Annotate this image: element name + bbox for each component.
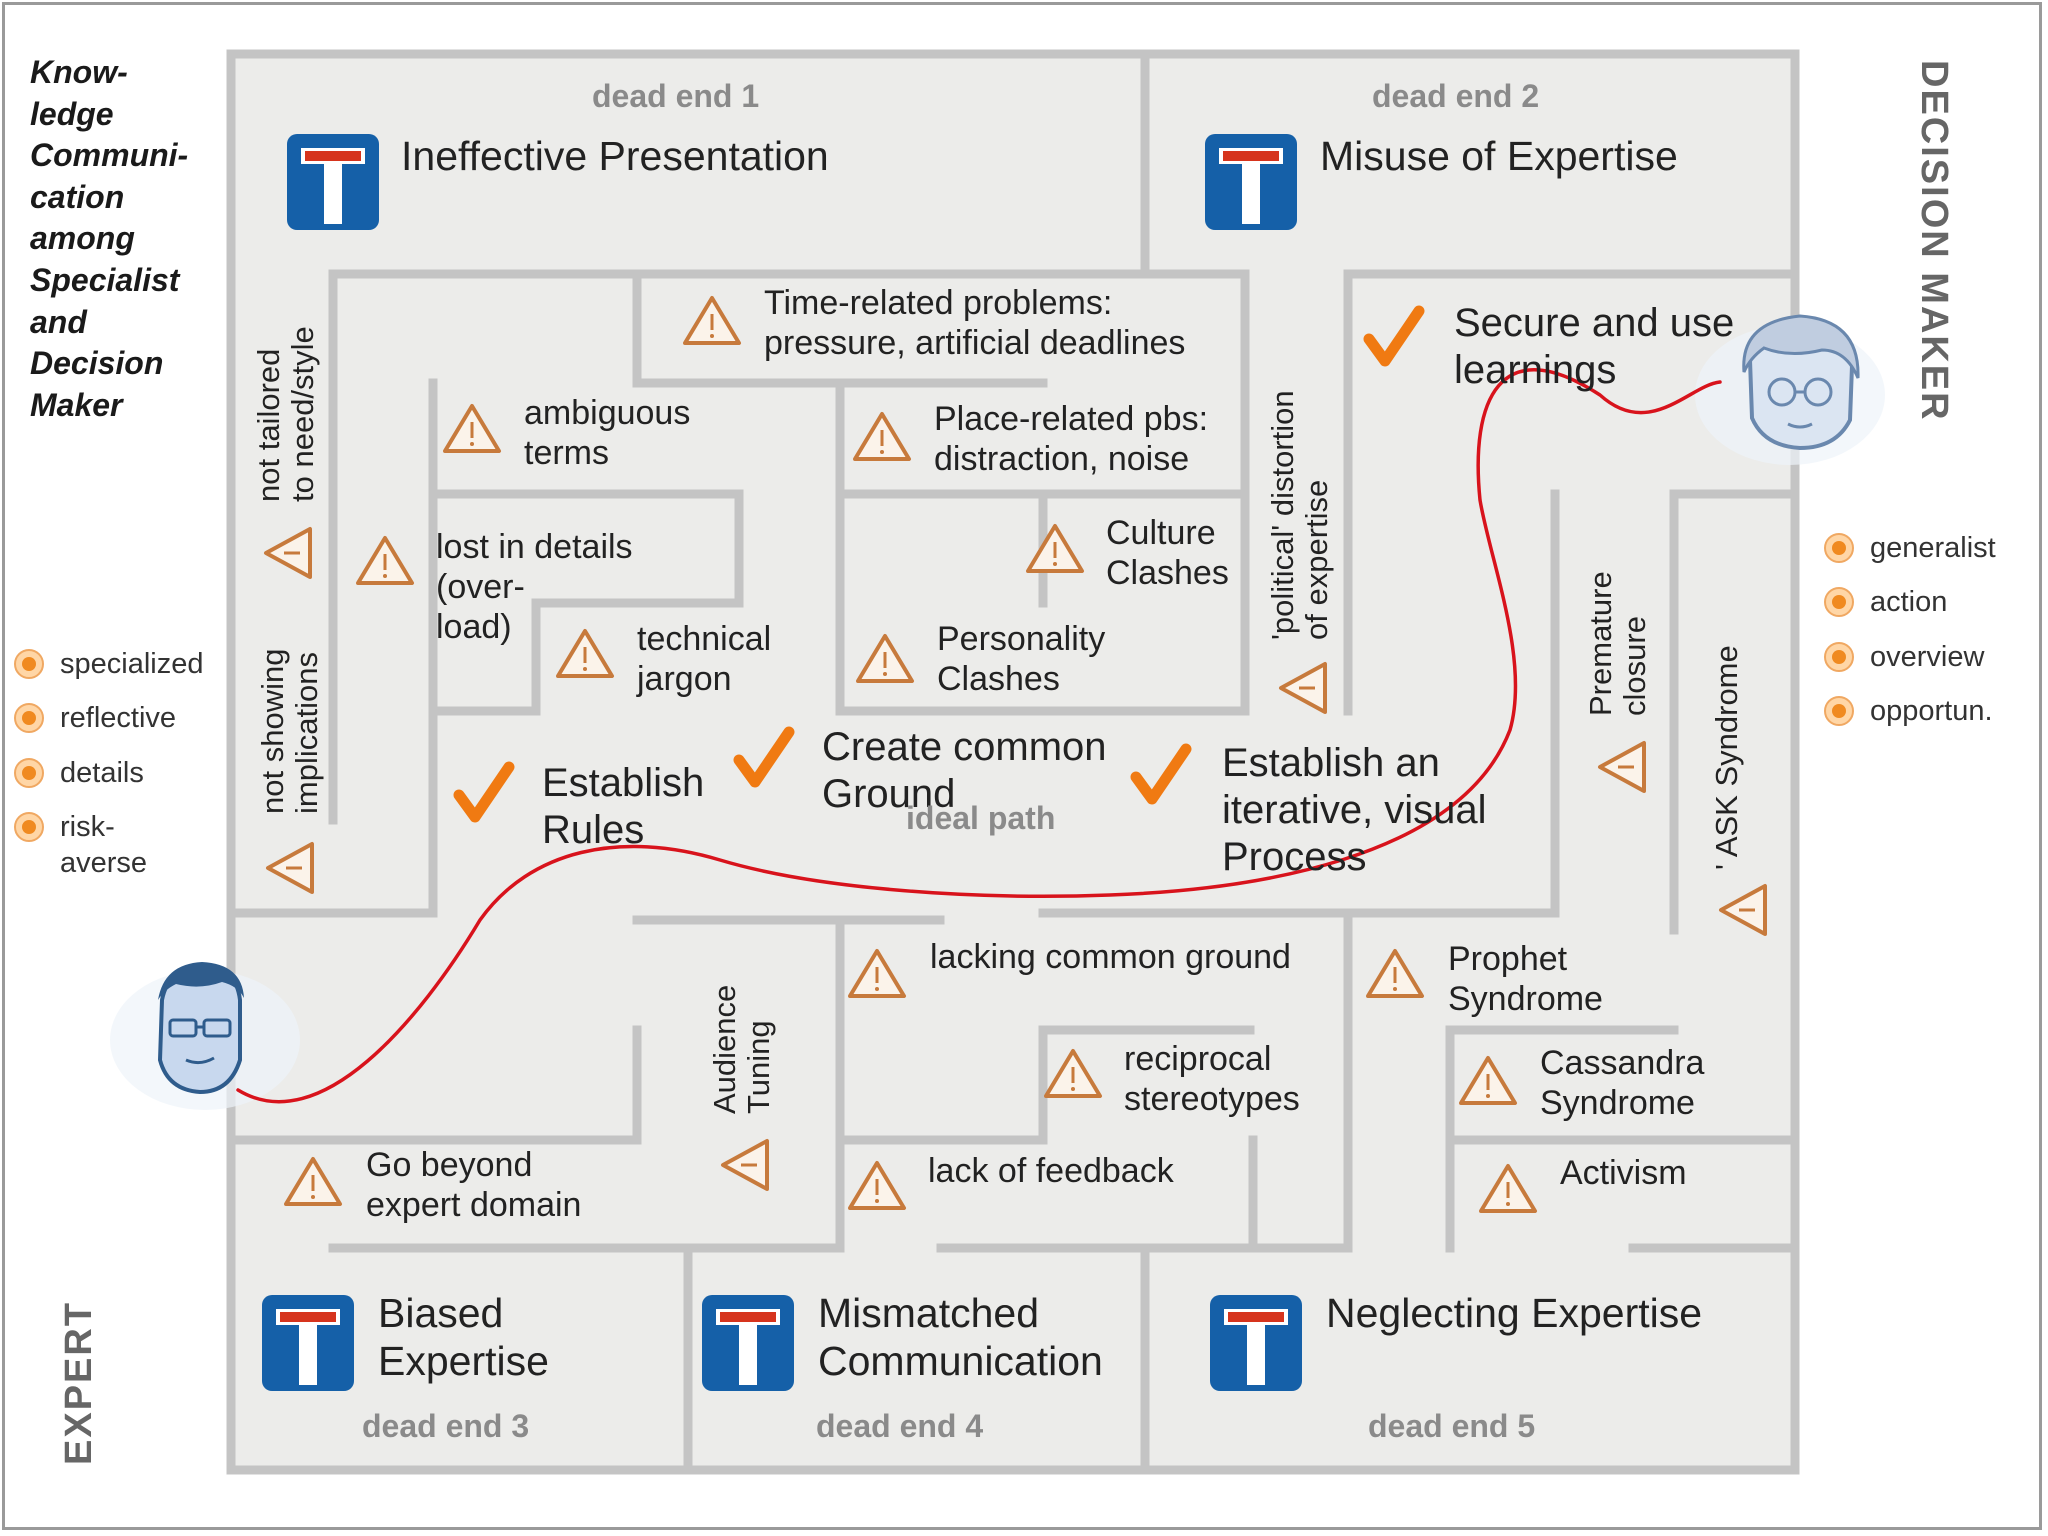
legend-item: opportun.: [1824, 693, 1996, 729]
legend-label: reflective: [60, 702, 177, 735]
dead-end-5-label: dead end 5: [1368, 1408, 1536, 1444]
ideal-path-label: ideal path: [906, 800, 1056, 836]
go-beyond-domain-text: Go beyond expert domain: [366, 1146, 582, 1224]
legend-label: overview: [1870, 640, 1985, 673]
not-tailored-text: not tailored to need/style: [251, 326, 321, 502]
legend-label: specialized: [60, 648, 204, 680]
maze-floor: [231, 54, 1795, 1470]
not-showing-implications-text: not showing implications: [255, 648, 325, 814]
culture-clashes-text: Culture Clashes: [1106, 514, 1229, 592]
legend-item: generalist: [1824, 530, 1996, 566]
title-line: and: [30, 303, 87, 340]
orange-dot-icon: [14, 703, 44, 734]
prophet-syndrome-text: Prophet Syndrome: [1448, 940, 1603, 1018]
legend-item: specialized: [14, 646, 203, 682]
dead-end-2-title: Misuse of Expertise: [1320, 133, 1678, 179]
orange-dot-icon: [14, 649, 44, 679]
legend-label: details: [60, 756, 144, 789]
dead-end-4-label: dead end 4: [816, 1408, 984, 1444]
title-line: ledge: [30, 95, 114, 132]
legend-label: risk- averse: [60, 810, 148, 879]
decision-maker-label: DECISION MAKER: [1913, 60, 1955, 422]
create-common-ground-solution: Create common Ground: [822, 725, 1107, 816]
legend-label: generalist: [1870, 532, 1996, 564]
maze-walls: [226, 49, 1800, 1475]
dead-end-4-sign-icon: [702, 1295, 794, 1391]
dead-end-1-title: Ineffective Presentation: [401, 133, 829, 179]
secure-learnings-solution: Secure and use learnings: [1454, 301, 1735, 392]
title-line: among: [30, 220, 135, 257]
legend-item: reflective: [14, 700, 203, 736]
legend-item: action: [1824, 584, 1996, 620]
title-line: Decision: [30, 345, 164, 382]
dead-end-3-sign-icon: [262, 1295, 354, 1391]
legend-label: opportun.: [1870, 694, 1993, 727]
place-problem-text: Place-related pbs: distraction, noise: [934, 400, 1209, 478]
dead-end-2-label: dead end 2: [1372, 78, 1540, 114]
orange-dot-icon: [14, 811, 44, 842]
dead-end-1-sign-icon: [287, 134, 379, 230]
title-line: Maker: [30, 386, 123, 423]
lack-of-feedback-text: lack of feedback: [928, 1152, 1174, 1190]
dead-end-3-title: Biased Expertise: [378, 1290, 549, 1384]
ideal-path-line: [236, 368, 1722, 1104]
orange-dot-icon: [1824, 695, 1854, 726]
title-line: Communi-: [30, 137, 189, 174]
legend-item: details: [14, 755, 203, 791]
ask-syndrome-text: ' ASK Syndrome: [1709, 645, 1744, 870]
establish-rules-solution: Establish Rules: [542, 761, 705, 852]
orange-dot-icon: [1824, 641, 1854, 672]
technical-jargon-text: technical jargon: [637, 620, 772, 698]
iterative-visual-process-solution: Establish an iterative, visual Process: [1222, 741, 1487, 879]
expert-avatar-icon: [110, 962, 300, 1110]
political-distortion-text: 'political' distortion of expertise: [1265, 390, 1335, 640]
orange-dot-icon: [1824, 587, 1854, 618]
dead-end-4-title: Mismatched Communication: [818, 1290, 1103, 1384]
orange-dot-icon: [14, 757, 44, 788]
expert-label: EXPERT: [58, 1300, 100, 1465]
title-line: Know-: [30, 54, 128, 90]
activism-text: Activism: [1560, 1154, 1687, 1192]
dead-end-5-title: Neglecting Expertise: [1326, 1290, 1703, 1336]
time-problem-text: Time-related problems: pressure, artific…: [764, 284, 1186, 362]
cassandra-syndrome-text: Cassandra Syndrome: [1540, 1044, 1705, 1122]
reciprocal-stereotypes-text: reciprocal stereotypes: [1124, 1040, 1300, 1118]
orange-dot-icon: [1824, 533, 1854, 563]
dead-end-3-label: dead end 3: [362, 1408, 530, 1444]
legend-label: action: [1870, 586, 1948, 619]
dead-end-2-sign-icon: [1205, 134, 1297, 230]
dead-end-1-label: dead end 1: [592, 78, 760, 114]
legend-item: overview: [1824, 639, 1996, 675]
title-line: cation: [30, 178, 125, 215]
lacking-common-ground-text: lacking common ground: [930, 938, 1291, 976]
decision-maker-avatar-icon: [1695, 314, 1885, 465]
expert-traits-legend: specialized reflective details risk- averse: [14, 646, 203, 899]
audience-tuning-text: Audience Tuning: [707, 984, 777, 1114]
dead-end-5-sign-icon: [1210, 1295, 1302, 1391]
decision-maker-traits-legend: generalist action overview opportun.: [1824, 530, 1996, 747]
ambiguous-terms-text: ambiguous terms: [524, 394, 691, 472]
lost-in-details-text: lost in details (over- load): [436, 528, 633, 646]
title-line: Specialist: [30, 261, 180, 298]
legend-item: risk- averse: [14, 809, 203, 882]
premature-closure-text: Premature closure: [1583, 571, 1653, 716]
personality-clashes-text: Personality Clashes: [937, 620, 1106, 698]
